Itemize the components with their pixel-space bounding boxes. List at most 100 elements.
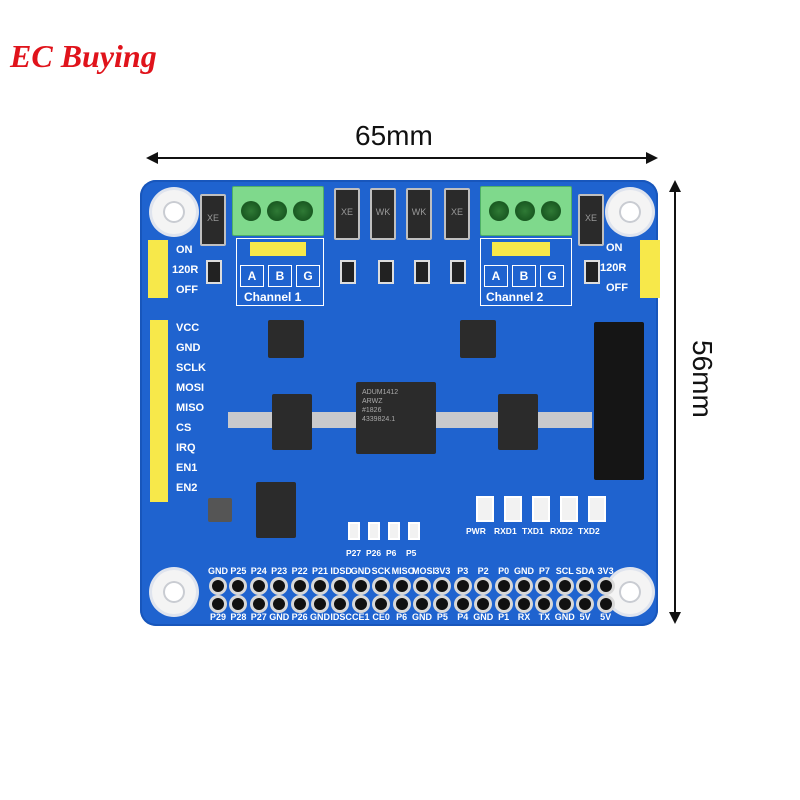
gpio-pin[interactable] — [518, 580, 530, 592]
gpio-pin-label-top: P2 — [477, 566, 489, 576]
gpio-pin-label-bottom: RX — [517, 612, 531, 622]
gpio-pin[interactable] — [599, 598, 612, 610]
gpio-pin[interactable] — [375, 580, 388, 592]
channel2-label: Channel 2 — [486, 290, 544, 304]
termination-jumper-left[interactable] — [148, 240, 168, 298]
status-led — [532, 496, 550, 522]
gpio-pin-label-top: SDA — [575, 566, 595, 576]
gpio-pin-label-top: MOSI — [412, 566, 436, 576]
channel1-terminal-b: B — [268, 265, 292, 287]
gpio-pin-label-bottom: P29 — [209, 612, 226, 622]
screw-icon — [293, 201, 313, 221]
termination-jumper-right[interactable] — [640, 240, 660, 298]
status-led — [588, 496, 606, 522]
test-pad-label: P6 — [386, 548, 397, 558]
height-dimension-label: 56mm — [687, 340, 718, 418]
gpio-pin[interactable] — [314, 580, 326, 592]
power-module — [594, 322, 644, 480]
gpio-pin[interactable] — [436, 580, 449, 592]
gpio-pin[interactable] — [558, 580, 571, 592]
gpio-pin-label-bottom: GND — [473, 612, 494, 622]
gpio-pin[interactable] — [456, 580, 469, 592]
channel2-outline — [480, 238, 572, 306]
gpio-pin[interactable] — [252, 598, 265, 610]
mounting-hole — [152, 570, 196, 614]
led-label: RXD1 — [494, 526, 517, 536]
gpio-pin[interactable] — [477, 598, 490, 610]
gpio-pin[interactable] — [273, 598, 286, 610]
gpio-pin[interactable] — [538, 598, 551, 610]
gpio-pin-label-bottom: GND — [310, 612, 330, 622]
gpio-pin[interactable] — [354, 598, 367, 610]
gpio-pin[interactable] — [395, 580, 408, 592]
gpio-pin[interactable] — [334, 598, 347, 610]
gpio-pin[interactable] — [599, 580, 612, 592]
gpio-pin-label-top: P7 — [538, 566, 550, 576]
channel2-screw-terminal[interactable] — [480, 186, 572, 236]
gpio-pin[interactable] — [232, 580, 245, 592]
channel1-label: Channel 1 — [244, 290, 302, 304]
gpio-pin-label-top: P25 — [230, 566, 247, 576]
gpio-pin-label-top: P3 — [457, 566, 469, 576]
gpio-pin[interactable] — [558, 598, 571, 610]
gpio-pin[interactable] — [416, 580, 428, 592]
optocoupler-chip — [498, 394, 538, 450]
gpio-pin[interactable] — [395, 598, 408, 610]
gpio-pin[interactable] — [375, 598, 388, 610]
gpio-pin-label-bottom: P5 — [436, 612, 448, 622]
gpio-pin[interactable] — [252, 580, 265, 592]
gpio-pin-label-top: P23 — [271, 566, 288, 576]
gpio-pin[interactable] — [579, 580, 592, 592]
isolator-chip: ADUM1412 ARWZ #1826 4339824.1 — [356, 382, 436, 454]
status-led — [560, 496, 578, 522]
arrow-right-icon — [646, 152, 658, 164]
gpio-pin[interactable] — [334, 580, 347, 592]
gpio-pin[interactable] — [538, 580, 551, 592]
gpio-pin-label-bottom: P4 — [457, 612, 469, 622]
gpio-pin[interactable] — [293, 580, 306, 592]
gpio-pin[interactable] — [416, 598, 428, 610]
gpio-pin[interactable] — [456, 598, 469, 610]
gpio-pin[interactable] — [436, 598, 449, 610]
chip-marking: 4339824.1 — [362, 416, 396, 423]
gpio-pin-label-bottom: P1 — [498, 612, 510, 622]
channel1-screw-terminal[interactable] — [232, 186, 324, 236]
gpio-pin-label-top: 3V3 — [597, 566, 614, 576]
gpio-pin-label-bottom: GND — [412, 612, 432, 622]
gpio-pin[interactable] — [354, 580, 367, 592]
gpio-pin[interactable] — [579, 598, 592, 610]
width-dimension-line — [148, 157, 656, 159]
gpio-pin[interactable] — [314, 598, 326, 610]
gpio-pin[interactable] — [212, 580, 224, 592]
gpio-pin-label-bottom: IDSC — [330, 612, 352, 622]
test-pad[interactable] — [348, 522, 360, 540]
gpio-pin[interactable] — [497, 580, 510, 592]
channel2-terminal-a: A — [484, 265, 508, 287]
gpio-pin-label-top: 3V3 — [434, 566, 451, 576]
test-pad[interactable] — [408, 522, 420, 540]
transceiver-chip — [460, 320, 496, 358]
spi-pin-header[interactable] — [150, 320, 168, 502]
spi-pin-label: GND — [176, 342, 201, 354]
arrow-up-icon — [669, 180, 681, 192]
channel2-terminal-b: B — [512, 265, 536, 287]
gpio-pin[interactable] — [497, 598, 510, 610]
gpio-pin[interactable] — [212, 598, 224, 610]
tvs-diode: WK — [370, 188, 396, 240]
gpio-pin[interactable] — [477, 580, 490, 592]
channel2-header — [492, 242, 550, 256]
gpio-pin[interactable] — [293, 598, 306, 610]
gpio-pin[interactable] — [232, 598, 245, 610]
gpio-pin-label-top: P0 — [498, 566, 510, 576]
gpio-pin[interactable] — [518, 598, 530, 610]
spi-pin-label: VCC — [176, 322, 200, 334]
spi-pin-label: MOSI — [176, 382, 205, 394]
gpio-pin[interactable] — [273, 580, 286, 592]
test-pad[interactable] — [388, 522, 400, 540]
mounting-hole — [608, 570, 652, 614]
test-pad[interactable] — [368, 522, 380, 540]
screw-icon — [515, 201, 535, 221]
test-pad-label: P5 — [406, 548, 417, 558]
status-led — [476, 496, 494, 522]
screw-icon — [489, 201, 509, 221]
